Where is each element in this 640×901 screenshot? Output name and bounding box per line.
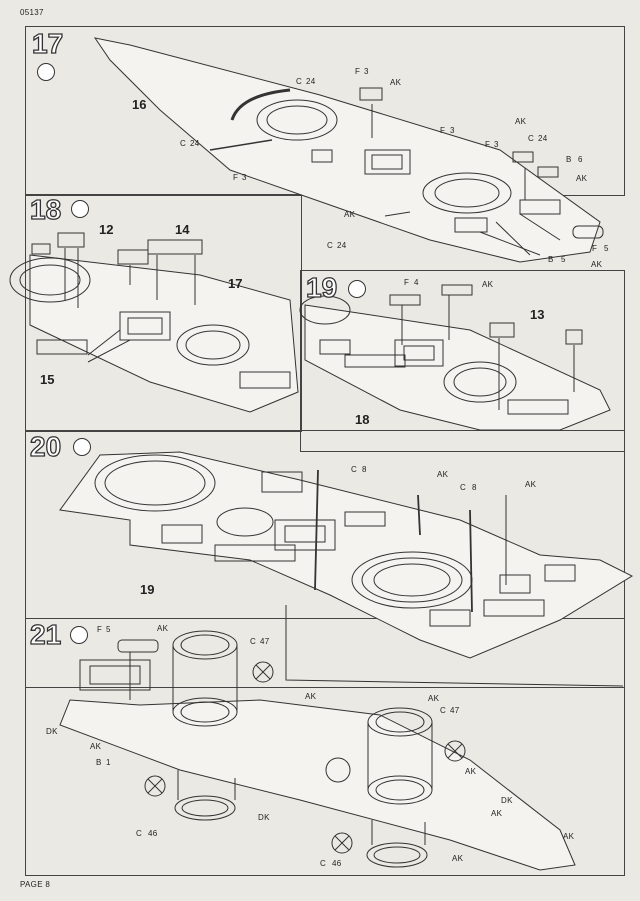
callout-number: 1 — [106, 758, 111, 767]
callout-letter: C — [320, 859, 327, 868]
callout-letter: F — [440, 126, 446, 135]
callout-label: AK — [576, 174, 588, 183]
callout-number: 24 — [306, 77, 316, 86]
callout-number: 46 — [148, 829, 158, 838]
callout-number: 6 — [578, 155, 583, 164]
callout-letter: C — [460, 483, 467, 492]
glue-icon — [37, 63, 55, 81]
callout-label: AK — [515, 117, 527, 126]
callout-number: 47 — [450, 706, 460, 715]
callout-number: 5 — [561, 255, 566, 264]
part-17: 17 — [228, 276, 243, 291]
part-19: 19 — [140, 582, 155, 597]
callout-label: AK — [344, 210, 356, 219]
callout-number: 3 — [242, 173, 247, 182]
callout-letter: C — [327, 241, 334, 250]
part-16: 16 — [132, 97, 147, 112]
callout-letter: C — [296, 77, 303, 86]
callout-letter: C — [250, 637, 257, 646]
callout-letter: B — [96, 758, 102, 767]
callout-label: AK — [491, 809, 503, 818]
callout-label: AK — [482, 280, 494, 289]
callout-letter: C — [440, 706, 447, 715]
callout-number: 3 — [494, 140, 499, 149]
callout-letter: F — [233, 173, 239, 182]
step-21-number: 21 — [29, 619, 62, 650]
callout-label: DK — [501, 796, 513, 805]
step-20-number: 20 — [29, 431, 62, 462]
callout-letter: C — [136, 829, 143, 838]
callout-number: 24 — [337, 241, 347, 250]
glue-icon — [348, 280, 366, 298]
callout-label: AK — [465, 767, 477, 776]
callout-letter: F — [404, 278, 410, 287]
callout-letter: F — [355, 67, 361, 76]
callout-letter: B — [548, 255, 554, 264]
callout-letter: C — [180, 139, 187, 148]
step-19-number: 19 — [305, 272, 338, 303]
callout-letter: F — [592, 244, 598, 253]
callout-letter: F — [485, 140, 491, 149]
callout-label: AK — [157, 624, 169, 633]
callout-letter: C — [528, 134, 535, 143]
glue-icon — [70, 626, 88, 644]
part-18: 18 — [355, 412, 370, 427]
callout-label: DK — [46, 727, 58, 736]
callout-number: 5 — [604, 244, 609, 253]
glue-icon — [71, 200, 89, 218]
callout-label: AK — [525, 480, 537, 489]
callout-label: AK — [591, 260, 603, 269]
part-12: 12 — [99, 222, 114, 237]
callout-label: DK — [258, 813, 270, 822]
callout-number: 8 — [362, 465, 367, 474]
callout-label: AK — [90, 742, 102, 751]
part-14: 14 — [175, 222, 190, 237]
step-18-frame — [25, 194, 302, 432]
callout-number: 4 — [414, 278, 419, 287]
step-18-number: 18 — [29, 194, 62, 225]
callout-label: AK — [563, 832, 575, 841]
callout-number: 47 — [260, 637, 270, 646]
callout-label: AK — [437, 470, 449, 479]
callout-label: AK — [452, 854, 464, 863]
callout-number: 3 — [364, 67, 369, 76]
step-21-frame — [25, 618, 625, 876]
page-number: PAGE 8 — [20, 880, 51, 889]
callout-label: AK — [390, 78, 402, 87]
callout-number: 46 — [332, 859, 342, 868]
step-17-number: 17 — [31, 28, 64, 59]
callout-label: AK — [428, 694, 440, 703]
callout-letter: B — [566, 155, 572, 164]
step-19-frame — [300, 270, 625, 452]
callout-number: 5 — [106, 625, 111, 634]
part-13: 13 — [530, 307, 545, 322]
step-20-frame — [25, 430, 625, 688]
callout-number: 8 — [472, 483, 477, 492]
callout-number: 24 — [190, 139, 200, 148]
callout-letter: C — [351, 465, 358, 474]
callout-letter: F — [97, 625, 103, 634]
callout-number: 3 — [450, 126, 455, 135]
sheet-code: 05137 — [20, 8, 44, 17]
callout-number: 24 — [538, 134, 548, 143]
glue-icon — [73, 438, 91, 456]
callout-label: AK — [305, 692, 317, 701]
part-15: 15 — [40, 372, 55, 387]
